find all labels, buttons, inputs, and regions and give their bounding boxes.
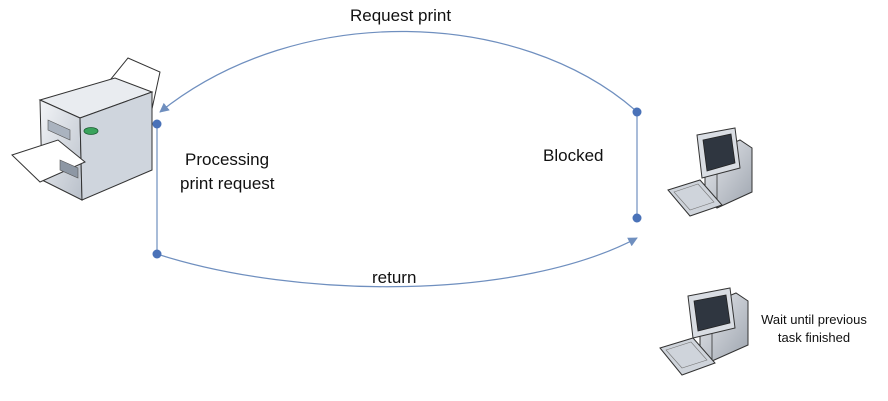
- blocked-label: Blocked: [543, 146, 604, 165]
- return-label: return: [372, 268, 417, 287]
- computer-active-icon: [667, 127, 753, 217]
- processing-end-dot: [152, 249, 162, 259]
- wait-label-line1: Wait until previous: [761, 312, 867, 327]
- printer-icon: [11, 57, 161, 201]
- blocked-start-dot: [632, 107, 642, 117]
- wait-label-line2: task finished: [777, 330, 851, 345]
- blocked-end-dot: [632, 213, 642, 223]
- request-print-label: Request print: [350, 6, 452, 25]
- computer-waiting-icon: [659, 287, 749, 376]
- processing-label-line2: print request: [180, 174, 275, 193]
- processing-start-dot: [152, 119, 162, 129]
- request-print-arrow: [159, 30, 636, 113]
- processing-label-line1: Processing: [185, 150, 270, 169]
- return-arrow: [156, 237, 638, 288]
